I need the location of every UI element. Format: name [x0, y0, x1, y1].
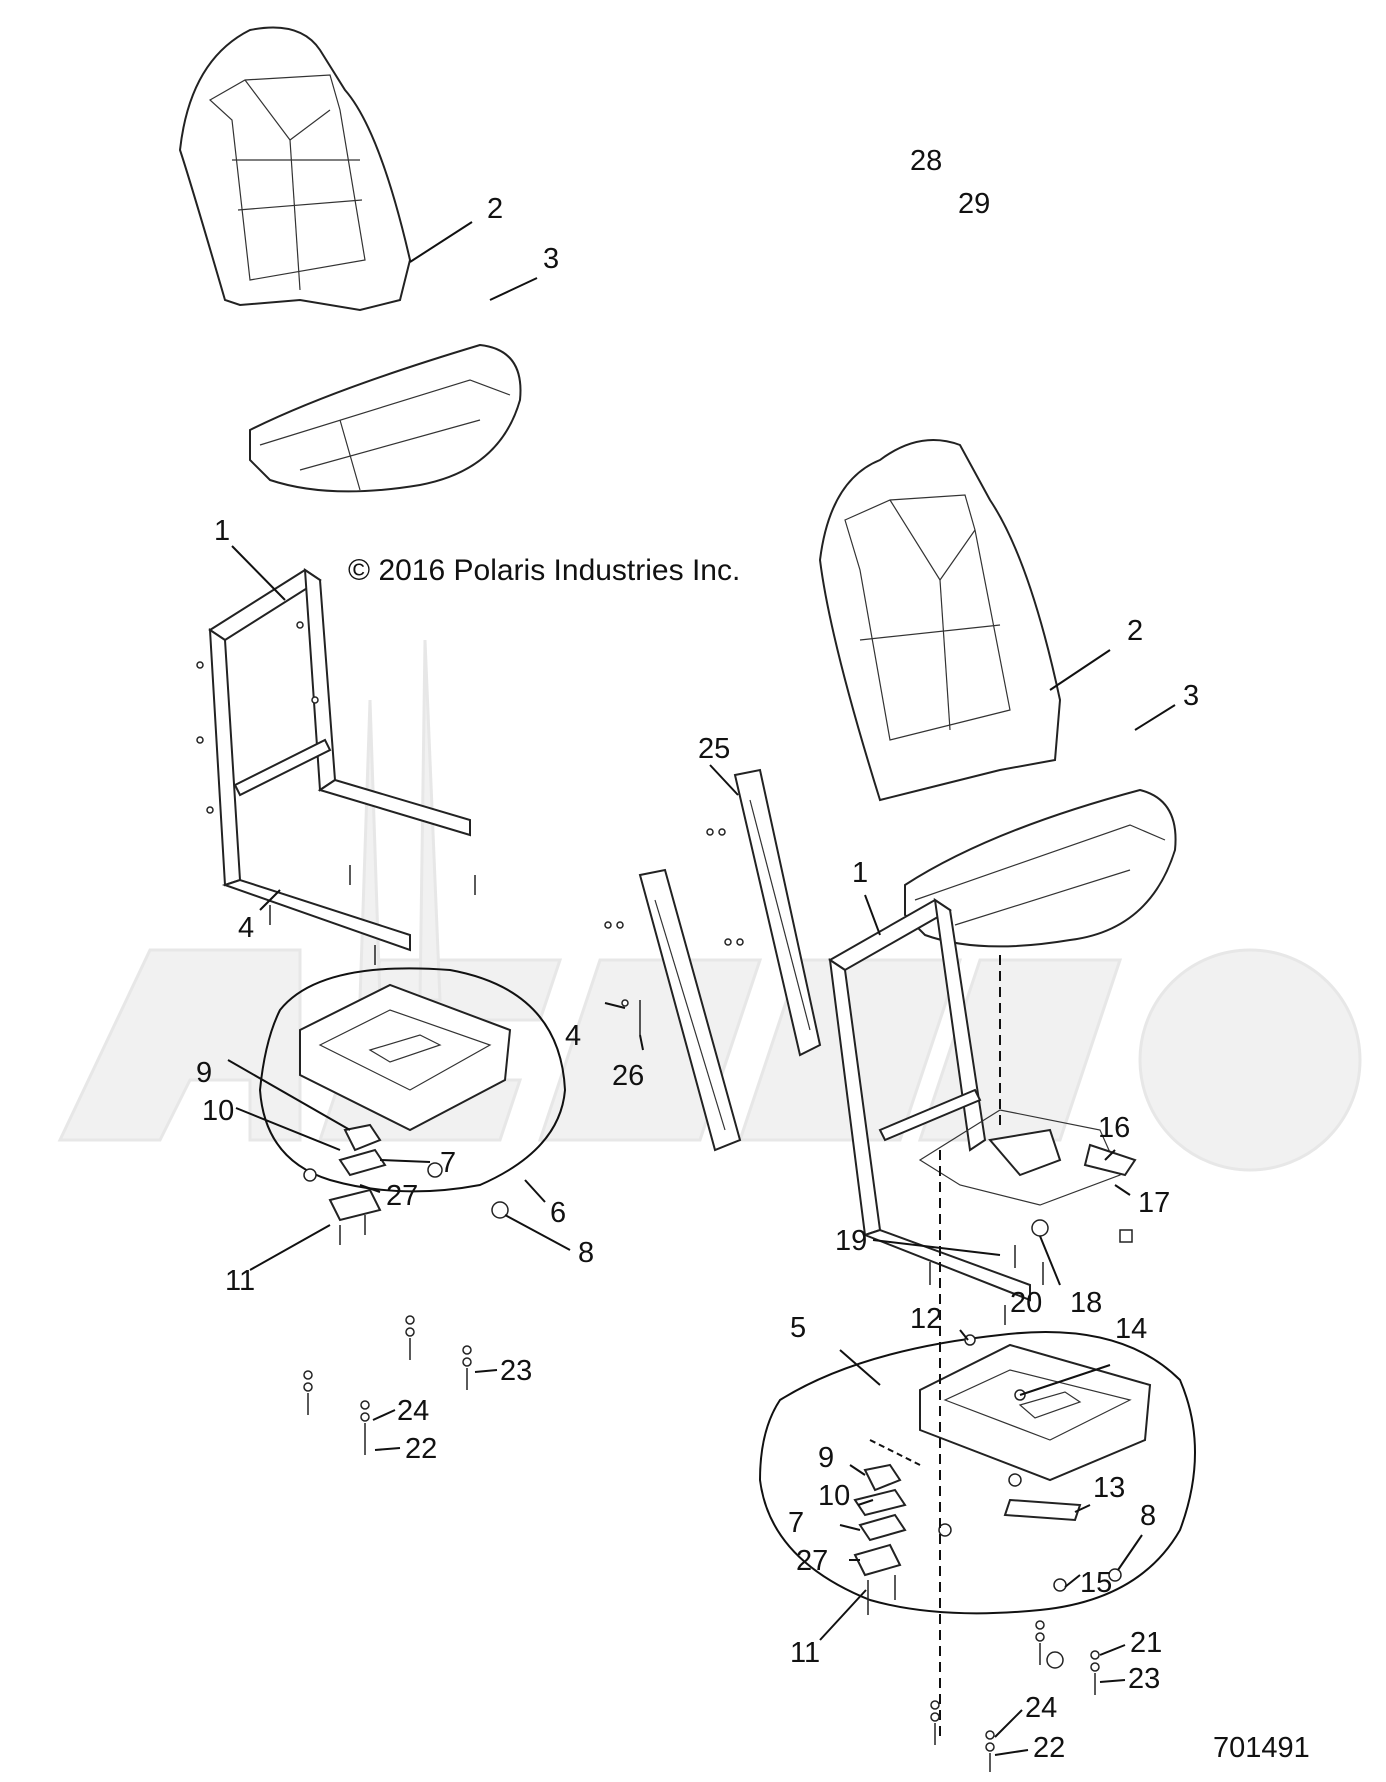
callout-6: 6 — [550, 1197, 566, 1229]
callout-5: 5 — [790, 1312, 806, 1344]
seat-back-upper-left — [178, 26, 412, 312]
callout-17: 17 — [1138, 1187, 1170, 1219]
callout-27-right: 27 — [796, 1545, 828, 1577]
seat-back-right — [818, 439, 1062, 802]
callout-2-right: 2 — [1127, 615, 1143, 647]
callout-23-right: 23 — [1128, 1663, 1160, 1695]
callout-10-left: 10 — [202, 1095, 234, 1127]
callout-27-left: 27 — [386, 1180, 418, 1212]
callout-26: 26 — [612, 1060, 644, 1092]
hardware-stack-right — [930, 1620, 1100, 1772]
callout-8-left: 8 — [578, 1237, 594, 1269]
callout-23-left: 23 — [500, 1355, 532, 1387]
leader-lines — [227, 221, 1176, 1756]
callout-2-upper: 2 — [487, 193, 503, 225]
callout-28: 28 — [910, 145, 942, 177]
callout-8-right: 8 — [1140, 1500, 1156, 1532]
callout-9-right: 9 — [818, 1442, 834, 1474]
callout-16: 16 — [1098, 1112, 1130, 1144]
seat-rail-center — [604, 768, 822, 1152]
callout-9-left: 9 — [196, 1057, 212, 1089]
callout-11-left: 11 — [225, 1265, 255, 1297]
callout-10-right: 10 — [818, 1480, 850, 1512]
callout-18: 18 — [1070, 1287, 1102, 1319]
callout-7-right: 7 — [788, 1507, 804, 1539]
callout-25: 25 — [698, 733, 730, 765]
callout-21: 21 — [1130, 1627, 1162, 1659]
callout-4-left: 4 — [238, 912, 254, 944]
callout-29: 29 — [958, 188, 990, 220]
callout-3-right: 3 — [1183, 680, 1199, 712]
callout-13: 13 — [1093, 1472, 1125, 1504]
callout-22-right: 22 — [1033, 1732, 1065, 1764]
callout-15: 15 — [1080, 1567, 1112, 1599]
callout-12: 12 — [910, 1303, 942, 1335]
callout-11-right: 11 — [790, 1637, 820, 1669]
callout-22-left: 22 — [405, 1433, 437, 1465]
watermark-logo — [57, 639, 1362, 1172]
seat-cushion-right — [904, 788, 1177, 948]
callout-19: 19 — [835, 1225, 867, 1257]
callout-1-right: 1 — [852, 857, 868, 889]
slider-assembly-left — [258, 967, 567, 1245]
callout-4-center: 4 — [565, 1020, 581, 1052]
callout-24-right: 24 — [1025, 1692, 1057, 1724]
callout-14: 14 — [1115, 1313, 1147, 1345]
seat-cushion-upper-left — [249, 343, 522, 493]
callout-7-left: 7 — [440, 1147, 456, 1179]
callout-1-left: 1 — [214, 515, 230, 547]
callout-3-upper: 3 — [543, 243, 559, 275]
seat-frame-right — [828, 897, 1137, 1325]
callout-24-left: 24 — [397, 1395, 429, 1427]
callout-20: 20 — [1010, 1287, 1042, 1319]
diagram-number: 701491 — [1213, 1732, 1310, 1764]
hardware-stack-left — [303, 1315, 472, 1455]
copyright-text: © 2016 Polaris Industries Inc. — [348, 554, 740, 587]
